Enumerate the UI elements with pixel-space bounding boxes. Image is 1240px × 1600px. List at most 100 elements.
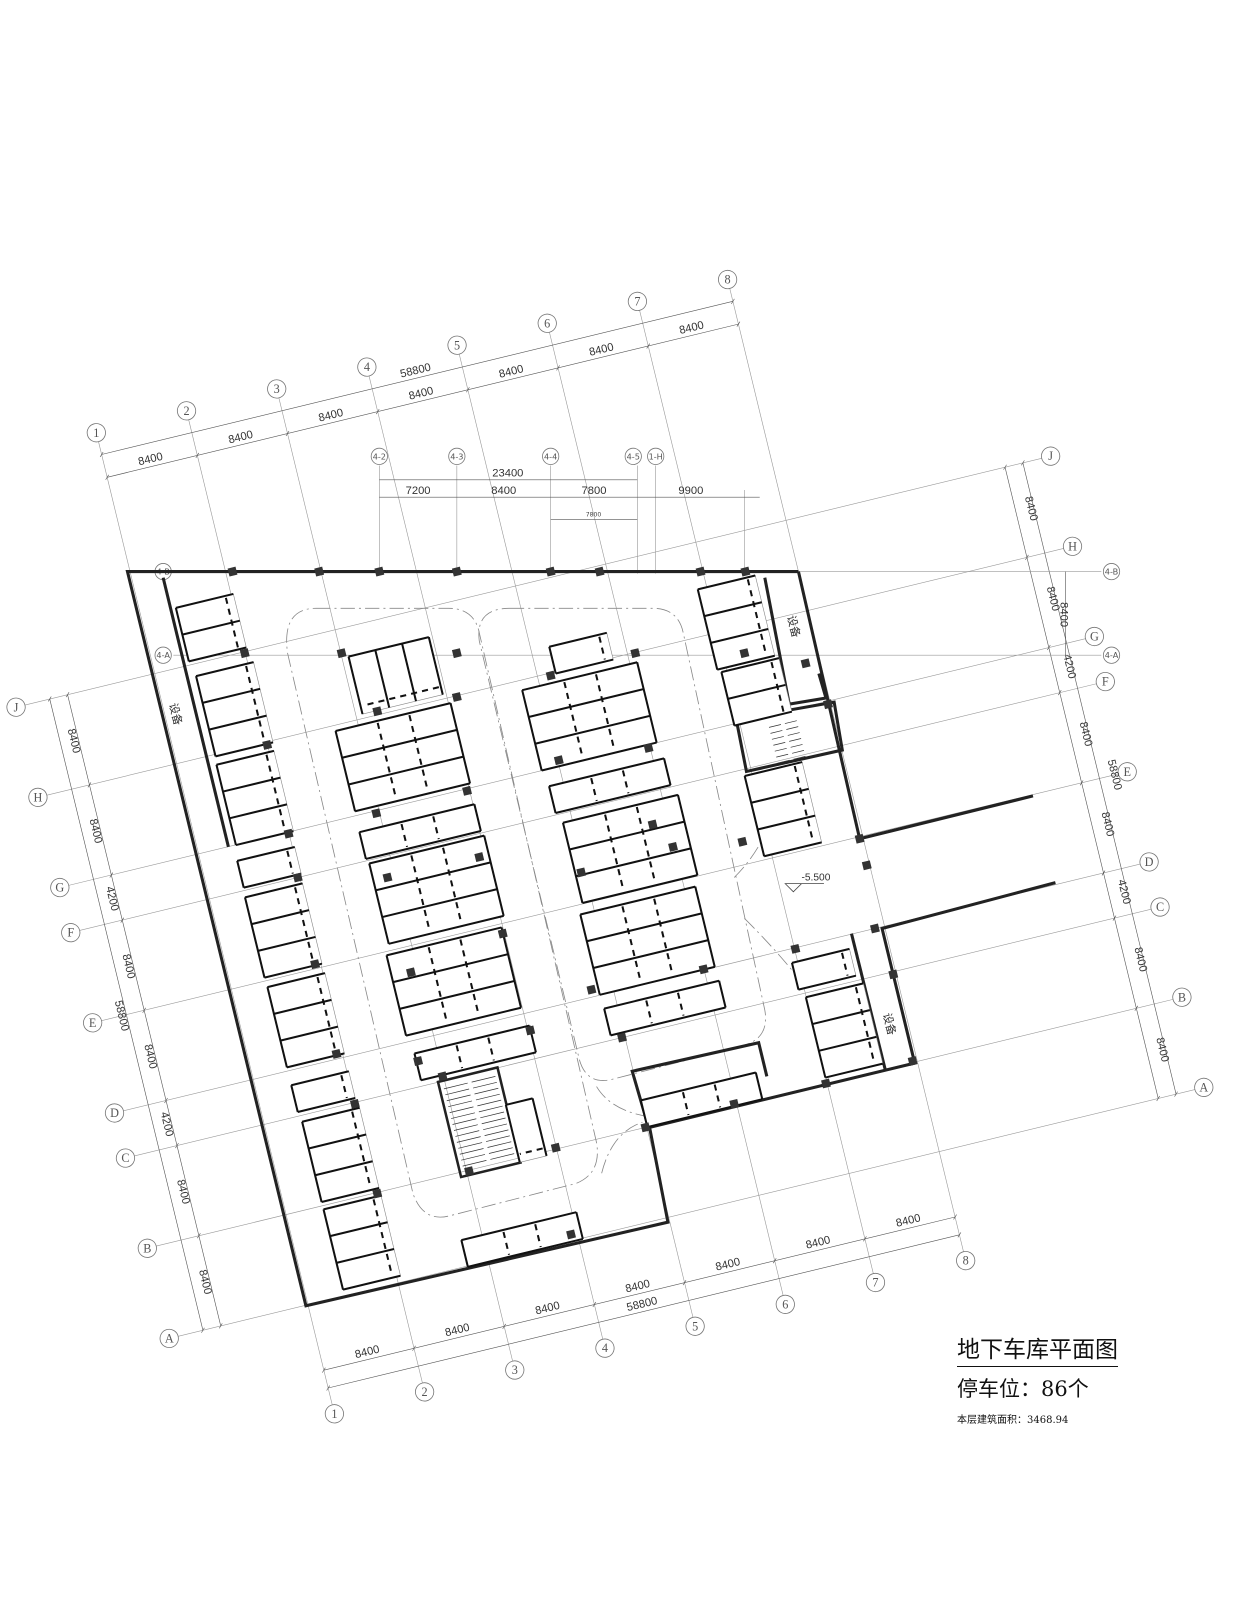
- wheel-stop: [351, 1111, 372, 1189]
- right-dimension-value: 8400: [1077, 721, 1095, 748]
- column: [310, 959, 321, 970]
- wheel-stop: [362, 686, 440, 707]
- building-walls: [125, 570, 1056, 1308]
- parking-count: 停车位：86个: [957, 1377, 1089, 1401]
- stall-divider: [202, 687, 261, 704]
- stall-divider: [388, 914, 504, 945]
- axis-F-right-label: F: [1102, 675, 1109, 689]
- grid-line-8: [729, 288, 964, 1252]
- left-total-dimension-line: [49, 698, 204, 1331]
- axis-J-left-bubble: [6, 697, 26, 717]
- axis-B-right-bubble: [1172, 987, 1192, 1007]
- sub-axis-bubble: [647, 447, 665, 465]
- bottom-dimension-tick: [953, 1214, 957, 1220]
- stall-divider: [341, 728, 458, 759]
- stall-divider: [640, 1071, 757, 1102]
- column: [823, 699, 833, 710]
- top-dimension-value: 8400: [588, 341, 615, 359]
- wheel-stop: [746, 579, 768, 656]
- column: [451, 692, 462, 702]
- stall-block: [579, 885, 716, 996]
- side-axis-label: 4-B: [1105, 567, 1119, 577]
- structural-columns: [227, 566, 918, 1240]
- top-total-dimension-tick: [731, 298, 735, 304]
- right-dimension-tick: [1047, 644, 1051, 651]
- wheel-stop: [294, 887, 315, 964]
- axis-E-left-label: E: [89, 1016, 96, 1030]
- stall-edge: [348, 636, 430, 658]
- wheel-stop: [459, 939, 480, 1017]
- stall-block-outline: [697, 575, 776, 671]
- stall-divider: [235, 830, 294, 847]
- wheel-stop: [534, 1224, 542, 1248]
- stair-tread: [453, 1124, 478, 1131]
- stall-divider: [365, 830, 482, 860]
- top-total-dimension-tick: [99, 451, 104, 458]
- side-axis-bubble: [1102, 563, 1121, 581]
- stall-divider: [229, 803, 288, 820]
- bottom-dimension-tick: [772, 1258, 777, 1264]
- stair-tread: [790, 744, 803, 748]
- axis-8-bottom-bubble: [956, 1251, 976, 1271]
- equipment-label-top-right: 设备: [784, 614, 803, 639]
- column: [227, 566, 238, 577]
- stall-divider: [818, 1035, 877, 1052]
- wheel-stop: [770, 661, 785, 712]
- stall-block: [347, 636, 444, 715]
- column: [262, 740, 273, 750]
- wheel-stop: [340, 1074, 348, 1099]
- bottom-dimension-tick: [322, 1367, 326, 1373]
- axis-C-right-label: C: [1156, 900, 1164, 914]
- stall-block: [195, 661, 274, 758]
- stall-block-outline: [335, 702, 471, 812]
- stall-divider: [580, 885, 696, 916]
- stall-block: [290, 1070, 356, 1113]
- left-dimension-value: 8400: [141, 1043, 159, 1070]
- stair-tread: [485, 1135, 510, 1142]
- wheel-stop: [265, 754, 286, 832]
- column: [413, 1056, 424, 1066]
- stall-block-outline: [244, 883, 323, 979]
- axis-F-left-bubble: [61, 923, 81, 943]
- stair-tread: [443, 1082, 468, 1090]
- axis-E-right-bubble: [1117, 762, 1137, 782]
- stall-divider: [273, 998, 332, 1015]
- stall-divider: [348, 755, 464, 786]
- stall-edge: [368, 863, 390, 945]
- axis-2-bottom-label: 2: [422, 1385, 428, 1399]
- wheel-stop: [595, 674, 616, 751]
- stall-block: [696, 574, 776, 671]
- stall-block: [301, 1106, 380, 1203]
- column: [576, 867, 587, 878]
- right-dimension-value: 8400: [1044, 585, 1062, 612]
- sub-axis-bubble: [542, 447, 560, 465]
- side-dimension-value: 8400: [1058, 602, 1070, 627]
- left-dimension-value: 8400: [119, 953, 137, 980]
- stall-divider: [301, 1106, 360, 1123]
- left-dimension-value: 4200: [158, 1111, 176, 1138]
- stair-tread: [480, 1111, 505, 1119]
- stair-tread: [462, 1160, 487, 1167]
- bottom-dimension-value: 8400: [444, 1322, 471, 1340]
- stall-edge: [694, 886, 716, 968]
- stall-block: [322, 1194, 401, 1291]
- bottom-total-dimension-value: 58800: [626, 1295, 659, 1314]
- stall-divider: [216, 749, 275, 766]
- axis-H-left-label: H: [34, 790, 43, 804]
- wheel-stop: [604, 814, 625, 892]
- stall-edge: [743, 775, 766, 857]
- column: [462, 785, 472, 796]
- stall-block: [334, 702, 472, 813]
- axis-A-right-bubble: [1194, 1077, 1214, 1097]
- left-dimension-tick: [65, 692, 70, 698]
- stair-tread: [484, 1129, 509, 1136]
- axis-D-left-label: D: [110, 1106, 119, 1120]
- stall-divider: [359, 803, 475, 834]
- stair-tread: [789, 738, 802, 742]
- stall-divider: [521, 661, 638, 692]
- stair-tread: [452, 1118, 477, 1125]
- stall-divider: [392, 953, 509, 984]
- column: [790, 943, 801, 954]
- wheel-stop: [563, 681, 584, 759]
